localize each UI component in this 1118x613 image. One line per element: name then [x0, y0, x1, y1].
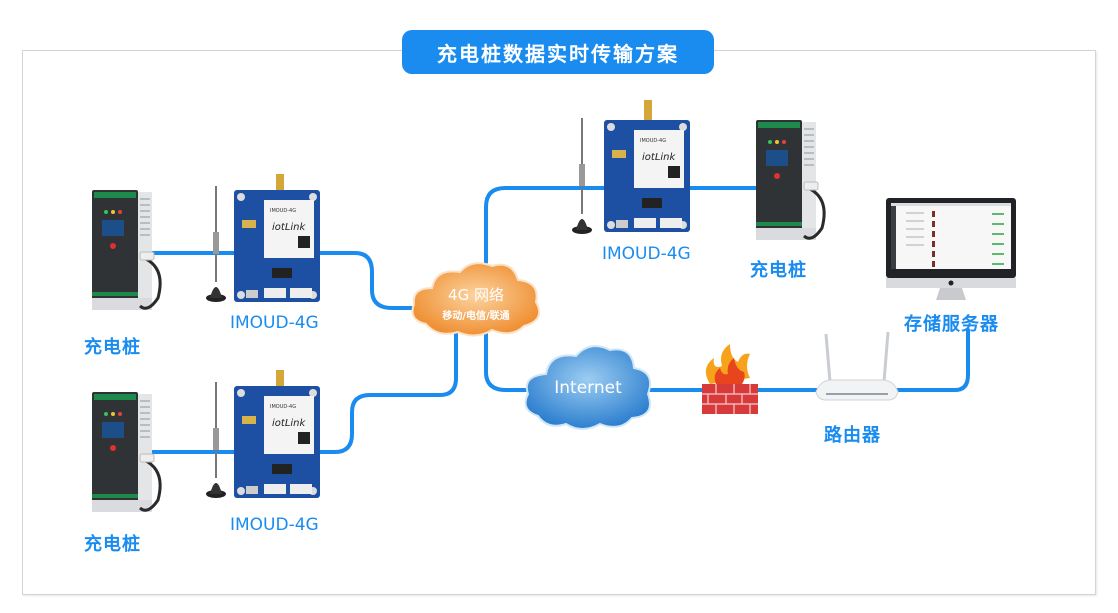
charger-right-label: 充电桩	[750, 260, 807, 281]
charger-left-bottom-label: 充电桩	[84, 534, 141, 555]
router-icon	[815, 331, 899, 401]
board-model-text: IMOUD-4G	[270, 404, 296, 410]
internet-title: Internet	[554, 378, 622, 398]
router	[812, 330, 902, 414]
module-left-bottom-label: IMOUD-4G	[230, 515, 319, 535]
board-brand-text: iotLink	[642, 152, 677, 163]
firewall-icon	[702, 344, 758, 414]
wire-4g-to-internet	[484, 328, 532, 392]
charging-pile-icon	[92, 190, 162, 310]
charger-left-bottom	[88, 390, 168, 524]
module-left-top: IMOUD-4G iotLink	[200, 172, 325, 311]
storage-server	[884, 196, 1020, 306]
monitor-icon	[886, 198, 1016, 300]
module-right: IMOUD-4G iotLink	[566, 100, 691, 239]
board-brand-text: iotLink	[272, 222, 307, 233]
wire-internet-to-router	[638, 328, 970, 392]
storage-server-label: 存储服务器	[904, 314, 999, 335]
4g-network-title: 4G 网络	[448, 286, 504, 304]
module-left-top-label: IMOUD-4G	[230, 313, 319, 333]
internet-cloud: Internet	[520, 338, 656, 438]
firewall	[696, 344, 762, 420]
charging-pile-icon	[92, 392, 162, 512]
module-right-label: IMOUD-4G	[602, 244, 691, 264]
4g-network-cloud: 4G 网络 移动/电信/联通	[406, 254, 546, 344]
wire-charger-lt-to-module	[138, 251, 422, 310]
4g-network-subtitle: 移动/电信/联通	[442, 311, 510, 322]
cloud-icon	[524, 345, 652, 430]
4g-module-icon: IMOUD-4G iotLink	[572, 100, 690, 234]
board-model-text: IMOUD-4G	[640, 138, 666, 144]
charger-left-top-label: 充电桩	[84, 337, 141, 358]
board-brand-text: iotLink	[272, 418, 307, 429]
wire-4g-to-module-right	[484, 186, 762, 264]
4g-module-icon: IMOUD-4G iotLink	[206, 174, 320, 302]
board-model-text: IMOUD-4G	[270, 208, 296, 214]
module-left-bottom: IMOUD-4G iotLink	[200, 368, 325, 507]
wire-charger-lb-to-module	[138, 328, 458, 454]
charger-left-top	[88, 188, 168, 322]
charger-right	[752, 118, 832, 252]
charging-pile-icon	[756, 120, 826, 240]
diagram-title: 充电桩数据实时传输方案	[402, 30, 714, 74]
4g-module-icon: IMOUD-4G iotLink	[206, 370, 320, 498]
router-label: 路由器	[824, 425, 881, 446]
cloud-icon	[411, 262, 540, 337]
